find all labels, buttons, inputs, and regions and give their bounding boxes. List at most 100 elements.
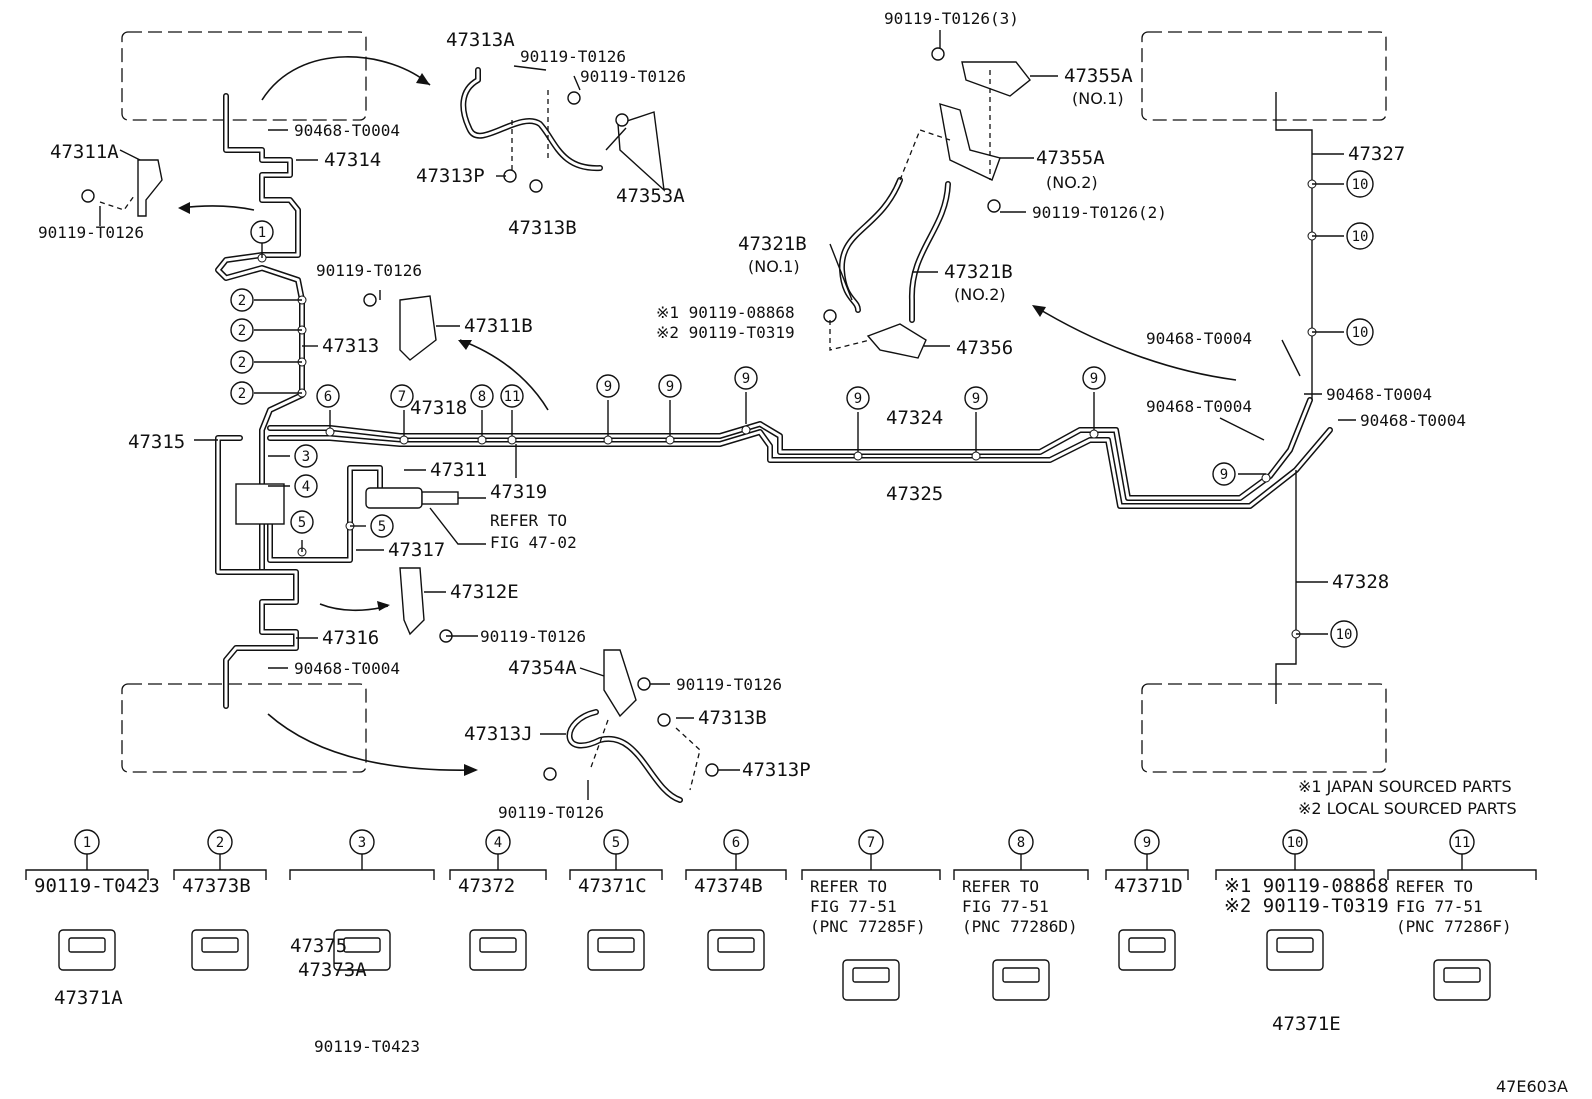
- callout-2a: 2: [230, 288, 254, 312]
- svg-text:3: 3: [302, 449, 310, 465]
- svg-text:4: 4: [302, 479, 310, 495]
- master-cylinder: [365, 487, 423, 509]
- wheel-box-front-right: [1141, 31, 1387, 121]
- callout-2d: 2: [230, 381, 254, 405]
- label-90119-T0126-g: 90119-T0126: [498, 803, 604, 822]
- label-no2-b: (NO.2): [954, 285, 1006, 304]
- label-90119-T0126-c: 90119-T0126: [38, 223, 144, 242]
- callout-8: 8: [470, 384, 494, 408]
- callout-2b: 2: [230, 318, 254, 342]
- legend-part-detail: [479, 937, 517, 953]
- callout-3: 3: [294, 444, 318, 468]
- legend-callout-number: 10: [1287, 835, 1304, 851]
- callout-5a: 5: [290, 510, 314, 534]
- legend-part-detail: [717, 937, 755, 953]
- callout-5b: 5: [370, 514, 394, 538]
- legend-text: 47372: [458, 875, 515, 897]
- callout-9f: 9: [1082, 366, 1106, 390]
- legend-callout-number: 1: [83, 835, 91, 851]
- svg-text:9: 9: [1090, 371, 1098, 387]
- callout-10d: 10: [1330, 620, 1358, 648]
- legend-text: 47374B: [694, 875, 763, 897]
- callout-10c: 10: [1346, 318, 1374, 346]
- note-local-sourced: ※2 LOCAL SOURCED PARTS: [1298, 799, 1517, 818]
- legend-callout-number: 3: [358, 835, 366, 851]
- arrows: [178, 56, 1237, 776]
- label-47313P-b: 47313P: [742, 759, 811, 781]
- svg-text:9: 9: [742, 371, 750, 387]
- svg-text:9: 9: [1220, 467, 1228, 483]
- legend-callout-number: 9: [1143, 835, 1151, 851]
- svg-text:6: 6: [324, 389, 332, 405]
- leader-lines: [99, 30, 1356, 800]
- label-fig-47-02: FIG 47-02: [490, 533, 577, 552]
- svg-text:9: 9: [972, 391, 980, 407]
- legend-part-number: 47373A: [298, 959, 367, 981]
- legend-bracket: [289, 854, 435, 880]
- svg-text:2: 2: [238, 323, 246, 339]
- label-47318: 47318: [410, 397, 467, 419]
- callout-10b: 10: [1346, 222, 1374, 250]
- callout-9g: 9: [1212, 462, 1236, 486]
- legend-part-detail: [1002, 967, 1040, 983]
- wheel-box-rear-left: [121, 683, 367, 773]
- label-47314: 47314: [324, 149, 381, 171]
- wheel-box-rear-right: [1141, 683, 1387, 773]
- legend-bracket: [173, 854, 267, 880]
- svg-text:9: 9: [854, 391, 862, 407]
- label-47313B-a: 47313B: [508, 217, 577, 239]
- label-m1-08868: ※1 90119-08868: [656, 303, 795, 322]
- bracket-47353A: [617, 111, 665, 192]
- diagram-callouts: 1 2 2 2 2 6 7 8 11 9 9 9 9 9 9 9 3 4 5 5…: [230, 170, 1374, 648]
- callout-11: 11: [500, 384, 524, 408]
- legend-bracket: [685, 854, 787, 880]
- legend-callout-number: 4: [494, 835, 502, 851]
- svg-text:10: 10: [1352, 325, 1369, 341]
- callout-9b: 9: [658, 374, 682, 398]
- legend-part-detail: [597, 937, 635, 953]
- label-47313A: 47313A: [446, 29, 515, 51]
- legend-bracket: [569, 854, 663, 880]
- legend-text: (PNC 77286F): [1396, 917, 1512, 936]
- label-90119-T0126-e: 90119-T0126: [480, 627, 586, 646]
- legend-text: 47371C: [578, 875, 647, 897]
- junction-block: [235, 483, 285, 525]
- bracket-47311B: [399, 295, 437, 361]
- label-47353A: 47353A: [616, 185, 685, 207]
- callout-4: 4: [294, 474, 318, 498]
- label-47328: 47328: [1332, 571, 1389, 593]
- legend-part-detail: [68, 937, 106, 953]
- label-47312E: 47312E: [450, 581, 519, 603]
- legend-callout-number: 5: [612, 835, 620, 851]
- label-47321B-no1: 47321B: [738, 233, 807, 255]
- label-47311A: 47311A: [50, 141, 119, 163]
- legend-text: ※2 90119-T0319: [1224, 895, 1389, 917]
- label-90119-T0126-b: 90119-T0126: [580, 67, 686, 86]
- label-47317: 47317: [388, 539, 445, 561]
- label-47313J: 47313J: [464, 723, 533, 745]
- label-47319: 47319: [490, 481, 547, 503]
- legend-text: FIG 77-51: [1396, 897, 1483, 916]
- legend-text: (PNC 77285F): [810, 917, 926, 936]
- label-47356: 47356: [956, 337, 1013, 359]
- svg-text:5: 5: [298, 515, 306, 531]
- label-90119-T0126-f: 90119-T0126: [676, 675, 782, 694]
- svg-text:10: 10: [1352, 177, 1369, 193]
- label-90468-T0004-f: 90468-T0004: [294, 659, 400, 678]
- legend-callout-number: 2: [216, 835, 224, 851]
- legend-part-detail: [1276, 937, 1314, 953]
- legend-part-number: 47371E: [1272, 1013, 1341, 1035]
- hose-47321B-no2: [908, 181, 951, 323]
- legend-part-number: 47375: [290, 935, 347, 957]
- legend-part-detail: [852, 967, 890, 983]
- label-47316: 47316: [322, 627, 379, 649]
- label-no1-b: (NO.1): [748, 257, 800, 276]
- callout-1: 1: [250, 220, 274, 244]
- callout-9c: 9: [734, 366, 758, 390]
- note-japan-sourced: ※1 JAPAN SOURCED PARTS: [1298, 777, 1512, 796]
- legend-bracket: [25, 854, 149, 880]
